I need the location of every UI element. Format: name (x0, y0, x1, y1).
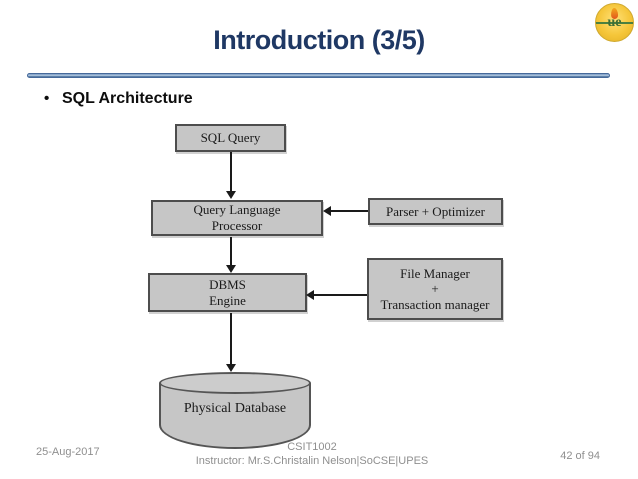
diagram-box-query-language-processor: Query Language Processor (151, 200, 323, 236)
cylinder-label: Physical Database (183, 401, 287, 416)
footer-instructor: Instructor: Mr.S.Christalin Nelson|SoCSE… (195, 455, 429, 468)
logo-monogram: ue (607, 15, 622, 30)
box-label-line: Parser + Optimizer (385, 203, 486, 219)
diagram-box-parser-optimizer: Parser + Optimizer (368, 198, 503, 225)
cylinder-body (159, 383, 311, 449)
arrow-dbms-to-database (230, 313, 232, 365)
box-label-line: DBMS (209, 276, 246, 292)
arrow-sql-to-qlp (230, 152, 232, 192)
diagram-box-sql-query: SQL Query (175, 124, 286, 152)
footer-date: 25-Aug-2017 (36, 446, 100, 458)
box-label-line: SQL Query (200, 130, 261, 146)
arrowhead-down-icon (226, 191, 236, 199)
diagram-box-dbms-engine: DBMS Engine (148, 273, 307, 312)
bullet-marker: • (44, 90, 50, 107)
bullet-item: • SQL Architecture (44, 90, 193, 108)
box-label-line: Processor (211, 218, 263, 233)
bullet-text: SQL Architecture (62, 90, 193, 107)
logo-band (596, 22, 633, 24)
diagram-cylinder-physical-database: Physical Database (159, 372, 311, 449)
arrow-qlp-to-dbms (230, 237, 232, 266)
footer-course-code: CSIT1002 (287, 441, 337, 453)
arrowhead-left-icon (323, 206, 331, 216)
footer-course-info: CSIT1002 Instructor: Mr.S.Christalin Nel… (0, 440, 624, 469)
arrowhead-left-icon (306, 290, 314, 300)
arrow-filemanager-to-dbms (314, 294, 367, 296)
box-label-line: File Manager (400, 265, 470, 281)
box-label-line: Transaction manager (380, 296, 490, 312)
slide-title: Introduction (3/5) (213, 25, 425, 55)
arrow-parser-to-qlp (331, 210, 368, 212)
box-label-line: + (431, 281, 439, 297)
diagram-box-file-transaction-manager: File Manager + Transaction manager (367, 258, 503, 320)
arrowhead-down-icon (226, 364, 236, 372)
box-label-line: Query Language (193, 202, 281, 218)
university-logo: ue (595, 3, 634, 42)
arrowhead-down-icon (226, 265, 236, 273)
box-label-line: Engine (209, 292, 246, 308)
cylinder-top-ellipse (159, 372, 311, 394)
footer-page-indicator: 42 of 94 (560, 450, 600, 462)
title-divider-line (27, 73, 610, 78)
